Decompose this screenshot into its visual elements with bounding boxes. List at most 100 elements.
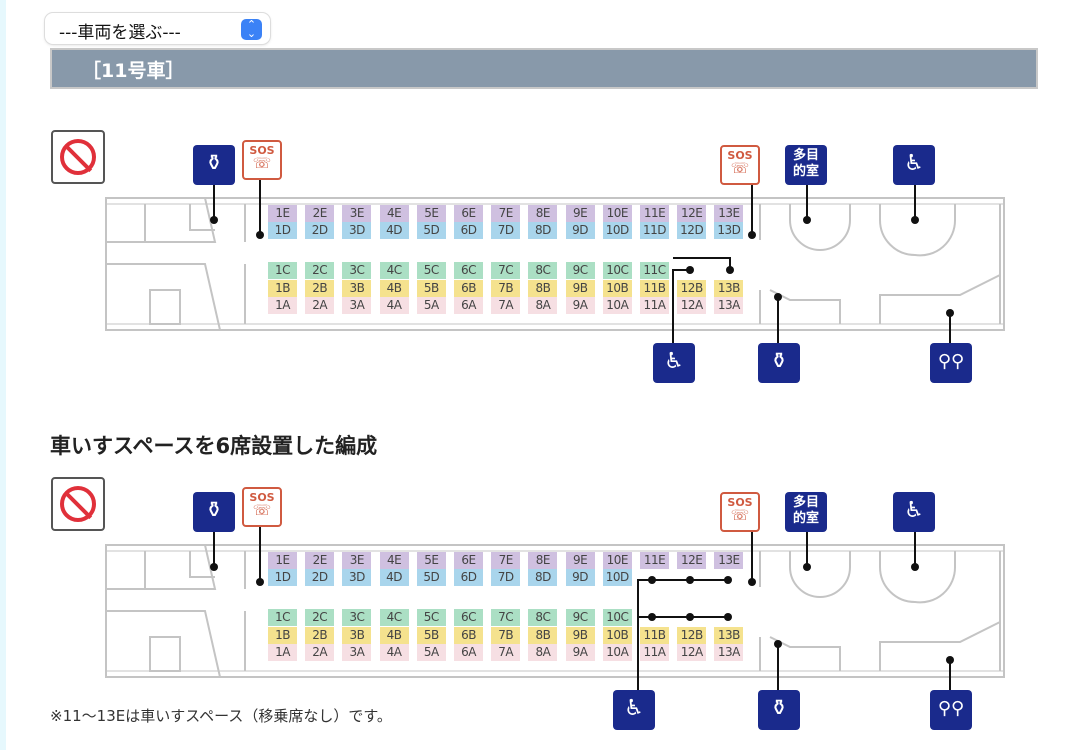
seat-13E[interactable]: 13E <box>714 552 744 569</box>
seat-12A[interactable]: 12A <box>677 644 707 661</box>
seat-3A[interactable]: 3A <box>342 644 372 661</box>
seat-9D[interactable]: 9D <box>565 569 595 586</box>
seat-1A[interactable]: 1A <box>268 297 297 314</box>
seat-6A[interactable]: 6A <box>454 644 483 661</box>
seat-2A[interactable]: 2A <box>305 297 335 314</box>
seat-13E[interactable]: 13E <box>714 205 744 222</box>
seat-11E[interactable]: 11E <box>640 205 669 222</box>
seat-5D[interactable]: 5D <box>416 222 446 239</box>
seat-6D[interactable]: 6D <box>454 222 483 239</box>
seat-9B[interactable]: 9B <box>565 280 595 297</box>
seat-1C[interactable]: 1C <box>268 609 297 626</box>
seat-1D[interactable]: 1D <box>268 569 297 586</box>
seat-5E[interactable]: 5E <box>416 205 446 222</box>
seat-3B[interactable]: 3B <box>342 280 372 297</box>
seat-11B[interactable]: 11B <box>640 280 669 297</box>
seat-6B[interactable]: 6B <box>454 627 483 644</box>
seat-12B[interactable]: 12B <box>677 627 707 644</box>
seat-2E[interactable]: 2E <box>305 552 335 569</box>
seat-6A[interactable]: 6A <box>454 297 483 314</box>
seat-7B[interactable]: 7B <box>491 280 521 297</box>
seat-7A[interactable]: 7A <box>491 297 521 314</box>
seat-6B[interactable]: 6B <box>454 280 483 297</box>
seat-6E[interactable]: 6E <box>454 205 483 222</box>
seat-7D[interactable]: 7D <box>491 222 521 239</box>
seat-2E[interactable]: 2E <box>305 205 335 222</box>
seat-10B[interactable]: 10B <box>602 280 632 297</box>
seat-3B[interactable]: 3B <box>342 627 372 644</box>
seat-1E[interactable]: 1E <box>268 552 297 569</box>
seat-7D[interactable]: 7D <box>491 569 521 586</box>
seat-6D[interactable]: 6D <box>454 569 483 586</box>
seat-7C[interactable]: 7C <box>491 609 521 626</box>
seat-6C[interactable]: 6C <box>454 262 483 279</box>
seat-4C[interactable]: 4C <box>379 609 409 626</box>
seat-1C[interactable]: 1C <box>268 262 297 279</box>
seat-5A[interactable]: 5A <box>416 297 446 314</box>
seat-5B[interactable]: 5B <box>416 627 446 644</box>
seat-12B[interactable]: 12B <box>677 280 707 297</box>
seat-10B[interactable]: 10B <box>602 627 632 644</box>
seat-3E[interactable]: 3E <box>342 205 372 222</box>
seat-9E[interactable]: 9E <box>565 205 595 222</box>
seat-8A[interactable]: 8A <box>528 297 558 314</box>
seat-9E[interactable]: 9E <box>565 552 595 569</box>
seat-9B[interactable]: 9B <box>565 627 595 644</box>
seat-4D[interactable]: 4D <box>379 569 409 586</box>
seat-9D[interactable]: 9D <box>565 222 595 239</box>
seat-10C[interactable]: 10C <box>602 609 632 626</box>
seat-9A[interactable]: 9A <box>565 644 595 661</box>
seat-1D[interactable]: 1D <box>268 222 297 239</box>
seat-4E[interactable]: 4E <box>379 205 409 222</box>
seat-6E[interactable]: 6E <box>454 552 483 569</box>
seat-5D[interactable]: 5D <box>416 569 446 586</box>
seat-9A[interactable]: 9A <box>565 297 595 314</box>
seat-7B[interactable]: 7B <box>491 627 521 644</box>
seat-9C[interactable]: 9C <box>565 262 595 279</box>
car-select[interactable]: ---車両を選ぶ--- ⌃⌄ <box>45 13 270 44</box>
seat-3D[interactable]: 3D <box>342 222 372 239</box>
seat-2D[interactable]: 2D <box>305 222 335 239</box>
seat-1E[interactable]: 1E <box>268 205 297 222</box>
seat-13B[interactable]: 13B <box>714 280 744 297</box>
seat-4B[interactable]: 4B <box>379 627 409 644</box>
seat-8B[interactable]: 8B <box>528 280 558 297</box>
seat-12E[interactable]: 12E <box>677 552 707 569</box>
seat-1B[interactable]: 1B <box>268 280 297 297</box>
seat-12E[interactable]: 12E <box>677 205 707 222</box>
seat-10A[interactable]: 10A <box>602 644 632 661</box>
seat-8C[interactable]: 8C <box>528 262 558 279</box>
seat-8E[interactable]: 8E <box>528 552 558 569</box>
seat-5B[interactable]: 5B <box>416 280 446 297</box>
seat-11C[interactable]: 11C <box>640 262 669 279</box>
seat-12A[interactable]: 12A <box>677 297 707 314</box>
seat-2C[interactable]: 2C <box>305 609 335 626</box>
seat-8C[interactable]: 8C <box>528 609 558 626</box>
seat-13A[interactable]: 13A <box>714 644 744 661</box>
seat-4C[interactable]: 4C <box>379 262 409 279</box>
seat-5A[interactable]: 5A <box>416 644 446 661</box>
seat-4A[interactable]: 4A <box>379 644 409 661</box>
seat-10A[interactable]: 10A <box>602 297 632 314</box>
seat-8D[interactable]: 8D <box>528 569 558 586</box>
seat-2A[interactable]: 2A <box>305 644 335 661</box>
seat-10E[interactable]: 10E <box>602 552 632 569</box>
seat-2D[interactable]: 2D <box>305 569 335 586</box>
seat-4D[interactable]: 4D <box>379 222 409 239</box>
seat-11D[interactable]: 11D <box>640 222 669 239</box>
seat-1B[interactable]: 1B <box>268 627 297 644</box>
seat-13A[interactable]: 13A <box>714 297 744 314</box>
seat-10D[interactable]: 10D <box>602 222 632 239</box>
seat-4B[interactable]: 4B <box>379 280 409 297</box>
seat-9C[interactable]: 9C <box>565 609 595 626</box>
seat-10D[interactable]: 10D <box>602 569 632 586</box>
seat-8A[interactable]: 8A <box>528 644 558 661</box>
seat-4E[interactable]: 4E <box>379 552 409 569</box>
seat-6C[interactable]: 6C <box>454 609 483 626</box>
seat-1A[interactable]: 1A <box>268 644 297 661</box>
seat-2B[interactable]: 2B <box>305 280 335 297</box>
seat-5E[interactable]: 5E <box>416 552 446 569</box>
seat-12D[interactable]: 12D <box>677 222 707 239</box>
seat-7E[interactable]: 7E <box>491 205 521 222</box>
seat-7E[interactable]: 7E <box>491 552 521 569</box>
